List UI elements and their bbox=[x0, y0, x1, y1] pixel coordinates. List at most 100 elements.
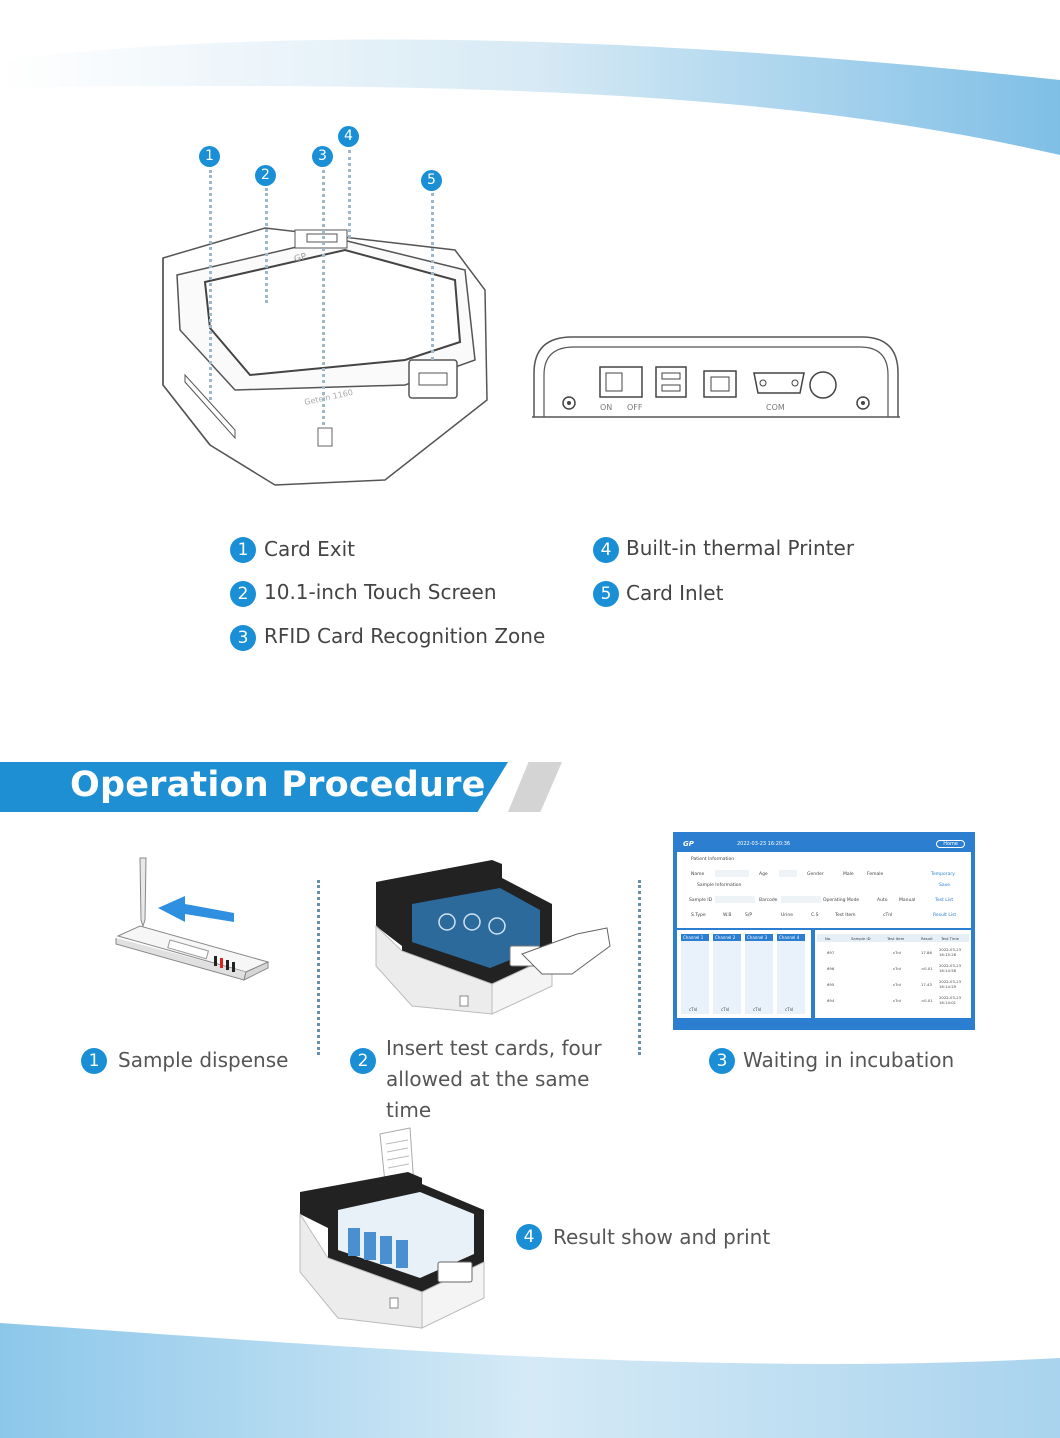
sample-id-input[interactable] bbox=[715, 896, 755, 903]
patient-info-label: Patient Information bbox=[691, 857, 735, 862]
rear-off-label: OFF bbox=[627, 403, 643, 412]
barcode-input[interactable] bbox=[781, 896, 821, 903]
step-sample-dispense: Sample dispense bbox=[118, 1048, 289, 1072]
feature-badge-3: 3 bbox=[230, 625, 256, 651]
feature-touch-screen: 10.1-inch Touch Screen bbox=[264, 580, 497, 604]
channel-4-item: cTnI bbox=[785, 1007, 794, 1012]
row-time: 2022-03-23 16:14:29 bbox=[939, 979, 962, 989]
callout-line-4 bbox=[348, 150, 351, 238]
device-rear-panel: ON OFF COM bbox=[532, 336, 900, 418]
row-result: 17.86 bbox=[921, 950, 932, 955]
female-option[interactable]: Female bbox=[867, 872, 884, 877]
step-badge-2: 2 bbox=[350, 1048, 376, 1074]
row-result: <0.01 bbox=[921, 998, 933, 1003]
results-header: No. Sample ID Test Item Result Test Time bbox=[817, 934, 969, 942]
callout-badge-4: 4 bbox=[338, 126, 359, 147]
row-result: <0.01 bbox=[921, 966, 933, 971]
row-item: cTnI bbox=[893, 982, 901, 987]
screen-home-button[interactable]: Home bbox=[936, 840, 965, 848]
male-option[interactable]: Male bbox=[843, 872, 854, 877]
screen-datetime: 2022-03-23 16:20:36 bbox=[737, 841, 791, 847]
feature-badge-4: 4 bbox=[593, 537, 619, 563]
step-badge-3: 3 bbox=[709, 1048, 735, 1074]
row-time: 2022-03-23 16:14:01 bbox=[939, 995, 962, 1005]
screen-form: Patient Information Name Age Gender Male… bbox=[677, 852, 971, 928]
device-brand-mark: GP bbox=[293, 252, 308, 265]
test-list-button[interactable]: Test List bbox=[935, 898, 954, 903]
result-list-button[interactable]: Result List bbox=[933, 913, 957, 918]
rear-on-label: ON bbox=[600, 403, 612, 412]
table-row[interactable]: 694 cTnI <0.01 2022-03-23 16:14:01 bbox=[817, 994, 969, 1008]
age-label: Age bbox=[759, 872, 768, 877]
table-row[interactable]: 695 cTnI 17.43 2022-03-23 16:14:29 bbox=[817, 978, 969, 992]
row-time: 2022-03-23 16:14:58 bbox=[939, 963, 962, 973]
urine-option[interactable]: Urine bbox=[781, 913, 794, 918]
result-print-illustration bbox=[299, 1127, 485, 1329]
operating-mode-label: Operating Mode bbox=[823, 898, 860, 903]
manual-option[interactable]: Manual bbox=[899, 898, 916, 903]
callout-line-3 bbox=[322, 170, 325, 425]
channel-3-label: Channel 3 bbox=[745, 934, 773, 941]
section-title: Operation Procedure bbox=[70, 765, 486, 805]
channel-1-item: cTnI bbox=[689, 1007, 698, 1012]
gender-label: Gender bbox=[807, 872, 824, 877]
screen-topbar: GP 2022-03-23 16:20:36 Home bbox=[677, 838, 971, 850]
test-item-select[interactable]: cTnI bbox=[883, 913, 893, 918]
row-item: cTnI bbox=[893, 950, 901, 955]
sample-info-label: Sample Information bbox=[697, 883, 742, 888]
bottom-wave-decoration bbox=[0, 1323, 1060, 1438]
feature-thermal-printer: Built-in thermal Printer bbox=[626, 536, 855, 560]
device-front-illustration: Getein 1160 GP bbox=[162, 227, 488, 486]
auto-option[interactable]: Auto bbox=[877, 898, 888, 903]
age-input[interactable] bbox=[779, 870, 797, 877]
section-banner-accent bbox=[508, 762, 562, 812]
feature-card-exit: Card Exit bbox=[264, 537, 356, 561]
incubation-screen: GP 2022-03-23 16:20:36 Home Patient Info… bbox=[673, 832, 975, 1030]
feature-badge-1: 1 bbox=[230, 537, 256, 563]
callout-badge-2: 2 bbox=[255, 165, 276, 186]
screen-results-table: No. Sample ID Test Item Result Test Time… bbox=[815, 930, 971, 1018]
temporary-button[interactable]: Temporary bbox=[931, 872, 955, 877]
row-time: 2022-03-23 16:15:28 bbox=[939, 947, 962, 957]
row-item: cTnI bbox=[893, 998, 901, 1003]
stype-label: S.Type bbox=[691, 913, 706, 918]
step-result-show-print: Result show and print bbox=[553, 1225, 771, 1249]
callout-line-1 bbox=[209, 170, 212, 400]
rear-com-label: COM bbox=[766, 403, 785, 412]
row-no: 696 bbox=[827, 966, 835, 971]
channel-3[interactable]: Channel 3 cTnI bbox=[745, 934, 773, 1014]
table-row[interactable]: 696 cTnI <0.01 2022-03-23 16:14:58 bbox=[817, 962, 969, 976]
row-item: cTnI bbox=[893, 966, 901, 971]
section-banner bbox=[0, 762, 508, 812]
channel-2-label: Channel 2 bbox=[713, 934, 741, 941]
step-badge-1: 1 bbox=[81, 1048, 107, 1074]
table-row[interactable]: 697 cTnI 17.86 2022-03-23 16:15:28 bbox=[817, 946, 969, 960]
callout-badge-5: 5 bbox=[421, 170, 442, 191]
feature-card-inlet: Card Inlet bbox=[626, 581, 724, 605]
name-label: Name bbox=[691, 872, 705, 877]
row-no: 694 bbox=[827, 998, 835, 1003]
feature-rfid-zone: RFID Card Recognition Zone bbox=[264, 624, 546, 648]
sp-option[interactable]: S/P bbox=[745, 913, 753, 918]
channel-2[interactable]: Channel 2 cTnI bbox=[713, 934, 741, 1014]
col-result: Result bbox=[921, 936, 933, 941]
sample-id-label: Sample ID bbox=[689, 898, 713, 903]
callout-line-5 bbox=[431, 193, 434, 360]
callout-line-2 bbox=[265, 188, 268, 303]
wb-option[interactable]: W.B bbox=[723, 913, 732, 918]
barcode-label: Barcode bbox=[759, 898, 778, 903]
sample-dispense-illustration bbox=[115, 857, 270, 981]
feature-badge-5: 5 bbox=[593, 581, 619, 607]
step-badge-4: 4 bbox=[516, 1224, 542, 1250]
save-button[interactable]: Save bbox=[939, 883, 951, 888]
name-input[interactable] bbox=[715, 870, 749, 877]
row-result: 17.43 bbox=[921, 982, 932, 987]
cs-option[interactable]: C.S bbox=[811, 913, 819, 918]
channel-3-item: cTnI bbox=[753, 1007, 762, 1012]
step-waiting-incubation: Waiting in incubation bbox=[743, 1048, 955, 1072]
col-no: No. bbox=[825, 936, 832, 941]
channel-2-item: cTnI bbox=[721, 1007, 730, 1012]
